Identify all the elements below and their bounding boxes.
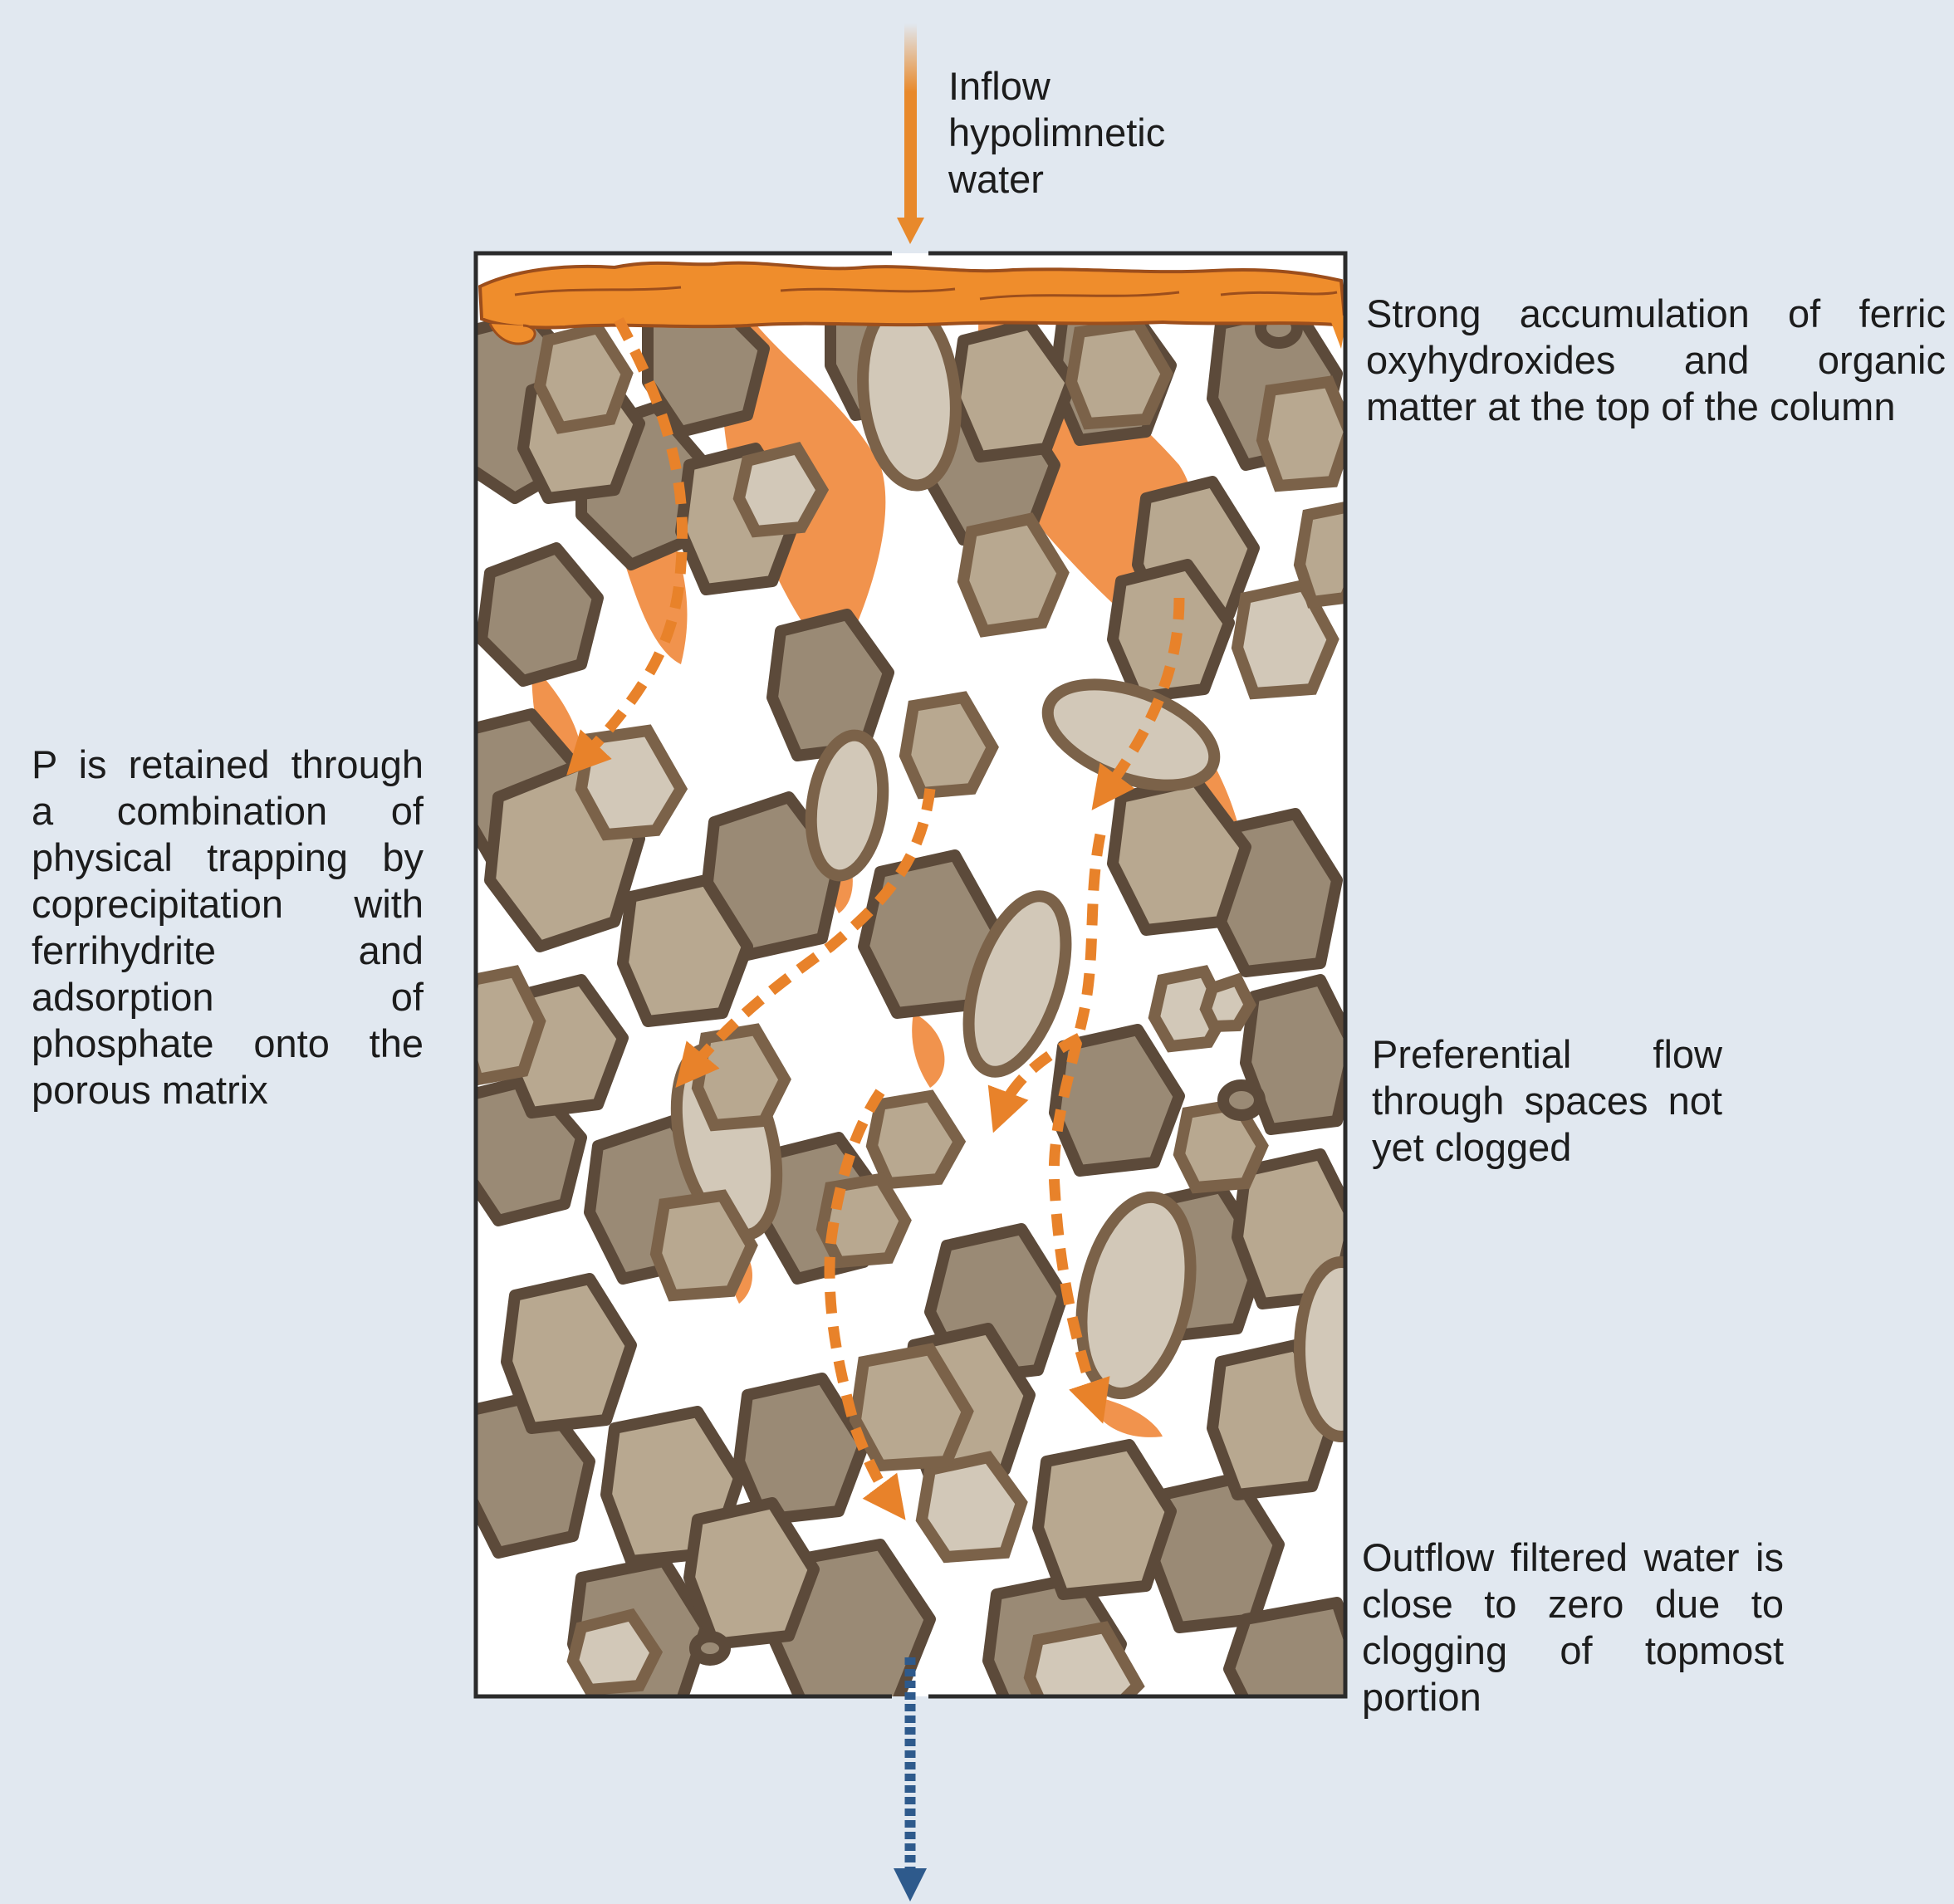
preferential-flow-label: Preferential flow through spaces not yet… bbox=[1372, 1031, 1722, 1171]
inflow-label: Inflow hypolimnetic water bbox=[948, 63, 1247, 203]
inflow-arrow bbox=[897, 23, 924, 244]
top-accumulation-label: Strong accumulation of ferric oxyhydroxi… bbox=[1366, 291, 1946, 430]
p-retention-label: P is retained through a combination of p… bbox=[32, 742, 424, 1114]
outflow-label: Outflow filtered water is close to zero … bbox=[1362, 1534, 1784, 1720]
